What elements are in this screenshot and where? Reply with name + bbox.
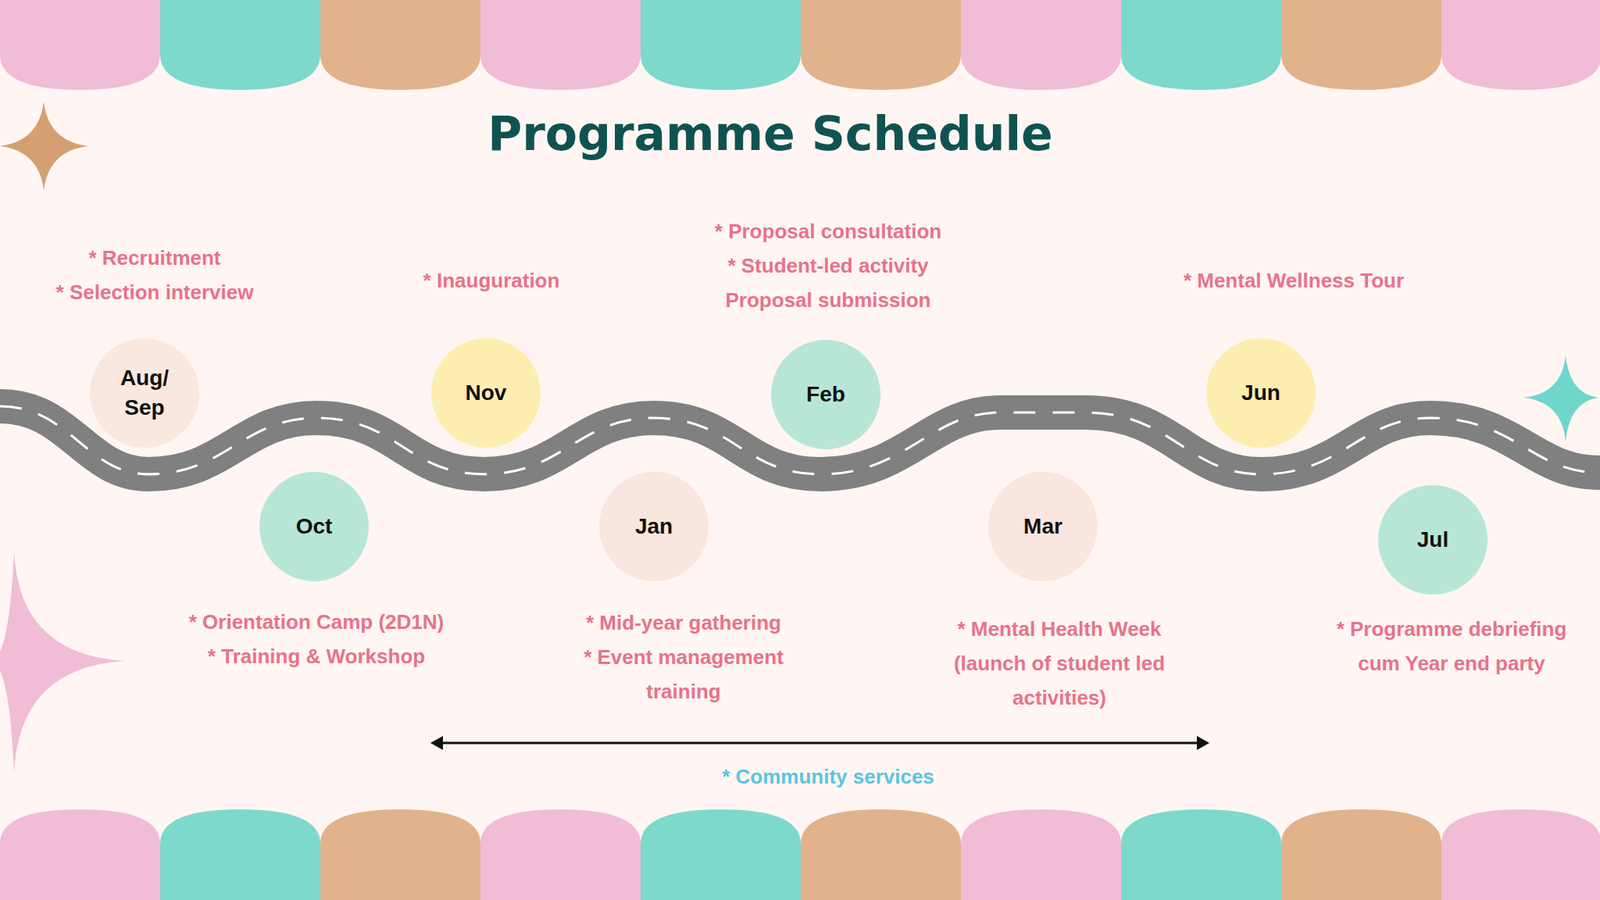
event-note: * Student-led activity <box>727 248 929 283</box>
scallop <box>960 0 1122 90</box>
month-label: Feb <box>806 379 846 410</box>
scallop <box>1281 809 1442 900</box>
month-circle: Feb <box>771 339 881 450</box>
event-note: * Mid-year gathering <box>585 605 782 640</box>
scallop <box>1121 0 1282 90</box>
duration-arrow <box>441 742 1199 745</box>
scallop <box>640 809 801 900</box>
scallop <box>0 0 161 90</box>
star <box>1523 355 1599 442</box>
scallop <box>1281 0 1442 90</box>
month-circle: Mar <box>988 471 1098 582</box>
month-label: Nov <box>465 378 508 408</box>
arrow-head <box>430 735 443 750</box>
month-label: Mar <box>1023 511 1063 542</box>
event-note: * Mental Health Week (launch of student … <box>930 611 1189 715</box>
scallop <box>320 809 481 900</box>
month-circle: Aug/ Sep <box>89 338 200 448</box>
month-circle: Nov <box>431 338 541 448</box>
scallop <box>320 0 481 90</box>
event-note: * Orientation Camp (2D1N) <box>189 604 445 640</box>
scallop <box>160 0 321 90</box>
scallop <box>640 0 801 90</box>
scallop <box>960 809 1122 900</box>
event-note: Proposal submission <box>725 282 932 318</box>
scallop <box>1121 809 1282 900</box>
month-circle: Jan <box>599 471 709 582</box>
month-label: Oct <box>296 511 333 542</box>
scallop <box>480 809 641 900</box>
event-note: * Training & Workshop <box>207 639 425 674</box>
month-label: Jul <box>1417 525 1449 555</box>
star <box>0 101 89 191</box>
month-circle: Jul <box>1378 485 1488 595</box>
scallop <box>800 0 961 90</box>
arrow-head <box>1196 735 1210 750</box>
event-note: * Event management training <box>566 639 801 709</box>
month-label: Aug/ Sep <box>109 363 180 423</box>
scallop <box>480 0 641 90</box>
star <box>0 550 125 774</box>
month-circle: Jun <box>1206 338 1316 448</box>
event-note: * Programme debriefing cum Year end part… <box>1318 611 1585 681</box>
event-note: * Selection interview <box>56 275 254 310</box>
scallop <box>160 809 321 900</box>
scallop <box>800 809 961 900</box>
event-note: * Mental Wellness Tour <box>1183 263 1404 298</box>
event-note: * Recruitment <box>88 240 221 275</box>
month-circle: Oct <box>259 471 369 582</box>
event-note: * Proposal consultation <box>714 214 942 249</box>
span-note: * Community services <box>717 759 940 794</box>
event-note: * Inauguration <box>423 263 561 298</box>
month-label: Jan <box>635 511 673 542</box>
scallop <box>0 809 161 900</box>
month-label: Jun <box>1241 378 1281 408</box>
title: Programme Schedule <box>487 106 1054 161</box>
scallop <box>1441 809 1600 900</box>
scallop <box>1441 0 1600 90</box>
